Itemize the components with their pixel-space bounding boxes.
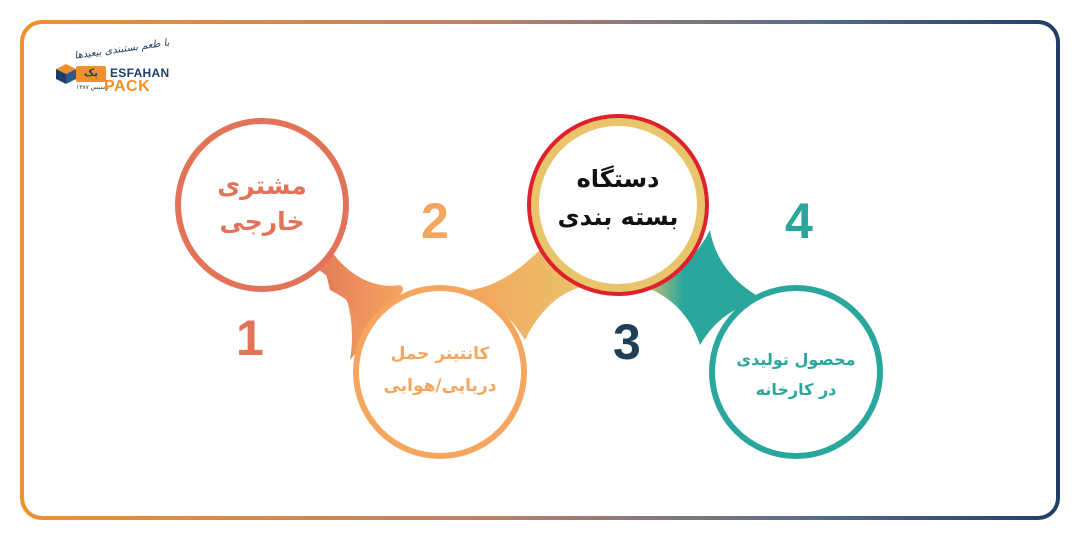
logo-name-line2: PACK (104, 78, 151, 95)
box-icon (56, 64, 76, 84)
logo-tag: پک (76, 66, 106, 82)
step-3-circle (529, 116, 707, 294)
step-2-number: 2 (421, 193, 449, 249)
step-3-label-line1: دستگاه (576, 165, 660, 193)
step-1-label-line2: خارجی (219, 207, 305, 236)
step-1-circle (175, 118, 349, 292)
step-1-label-line1: مشتری (217, 171, 307, 200)
step-4-circle (709, 285, 883, 459)
step-3-label-line2: بسته بندی (557, 203, 679, 231)
step-3-highlight-ring (527, 114, 709, 296)
step-3-label: دستگاه بسته بندی (538, 160, 698, 236)
step-4-label-line2: در کارخانه (755, 380, 837, 399)
step-2-label-line1: کانتینر حمل (390, 344, 490, 364)
step-2-label: کانتینر حمل دریایی/هوایی (365, 338, 515, 402)
step-4-label-line1: محصول تولیدی (736, 350, 856, 369)
step-2-label-line2: دریایی/هوایی (383, 376, 497, 396)
step-2-circle (353, 285, 527, 459)
esfahan-pack-logo: با طعم بستبندی بیعیدها پک تأسیس ۱۳۸۷ ESF… (50, 37, 170, 100)
step-3-number: 3 (613, 314, 641, 370)
step-1-label: مشتری خارجی (192, 168, 332, 240)
step-1-number: 1 (236, 310, 264, 366)
connector-3-4-body (640, 230, 765, 345)
logo-name-line1: ESFAHAN (110, 66, 170, 80)
step-4-number: 4 (785, 193, 813, 249)
logo-tagline: تأسیس ۱۳۸۷ (76, 84, 109, 91)
step-4-label: محصول تولیدی در کارخانه (721, 345, 871, 405)
